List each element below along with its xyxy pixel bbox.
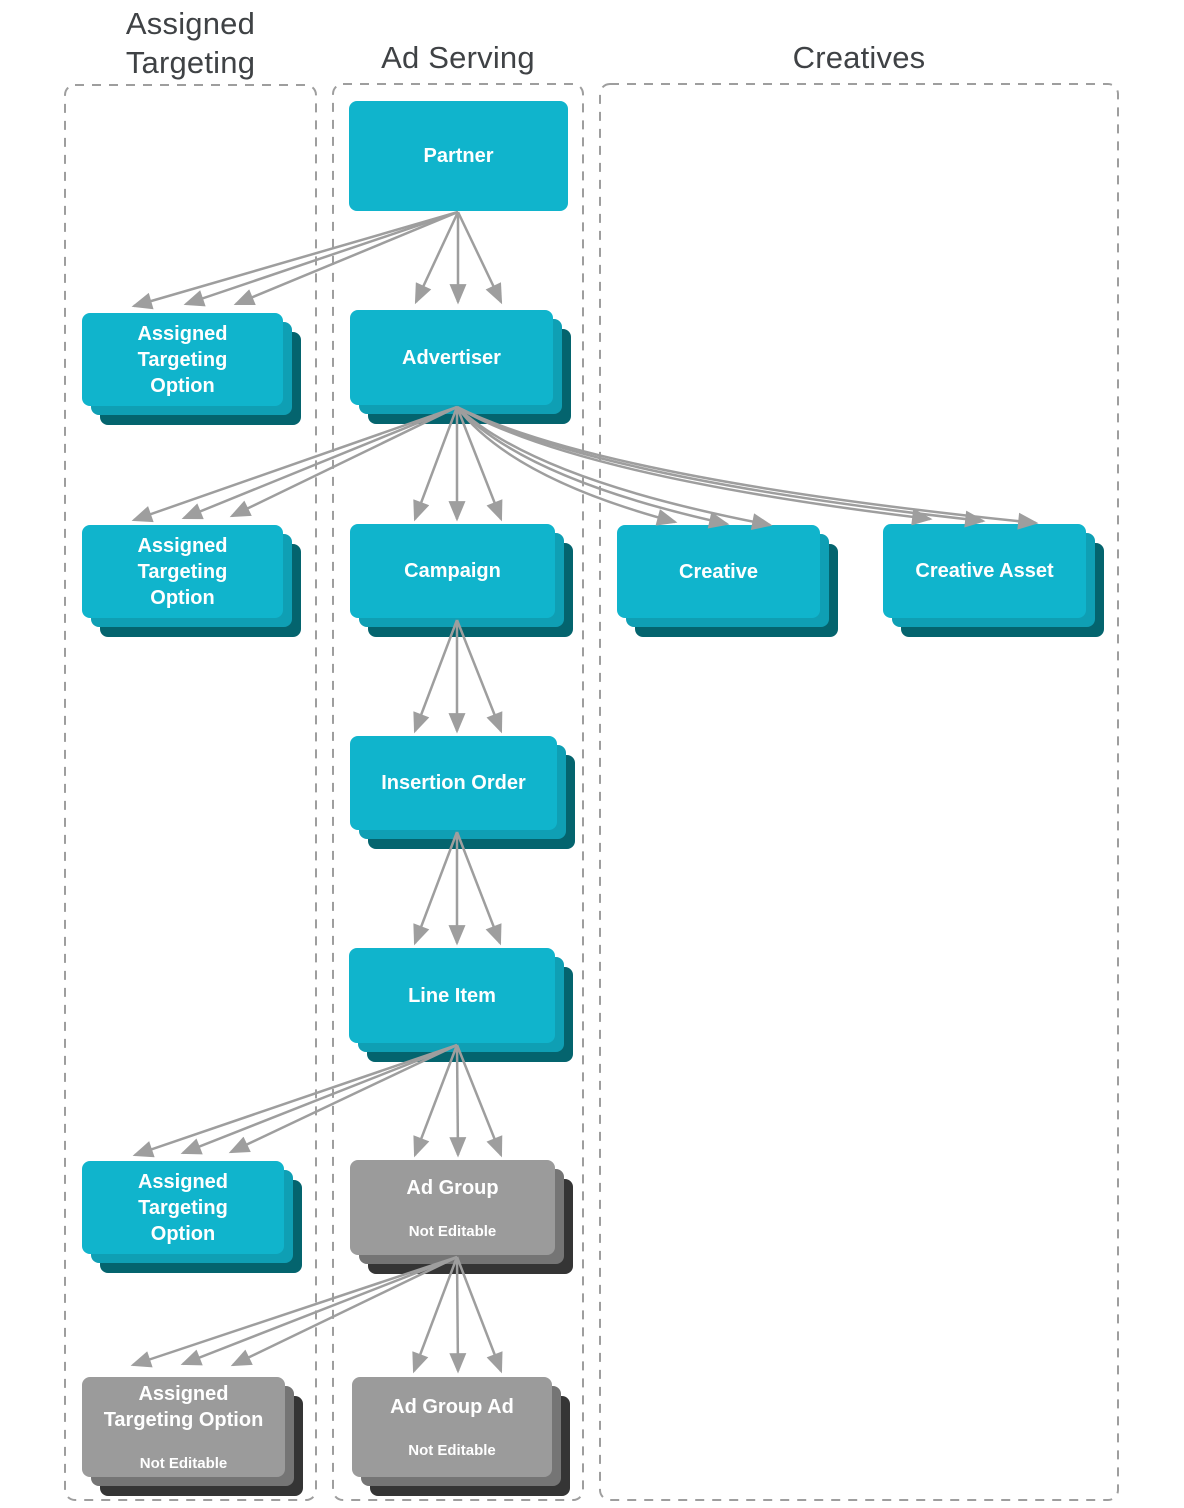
node-ad-group-ad-card: Ad Group Ad Not Editable [352, 1377, 552, 1477]
node-ad-group-ad: Ad Group Ad Not Editable [352, 1377, 570, 1496]
node-insertion-order-label: Insertion Order [381, 772, 526, 794]
node-insertion-order: Insertion Order [350, 736, 575, 849]
node-advertiser-label: Advertiser [402, 346, 501, 369]
node-advertiser-card: Advertiser [350, 310, 553, 405]
node-creative-card: Creative [617, 525, 820, 618]
partner-to-assigned-targeting-option-arrow-3 [233, 210, 459, 306]
node-line-item-card: Line Item [349, 948, 555, 1043]
column-header-ad-serving: Ad Serving [381, 40, 535, 75]
node-creative: Creative [617, 525, 838, 637]
node-assigned-targeting-option-2-card: Assigned Targeting Option [82, 525, 283, 618]
node-assigned-targeting-option-1-card: Assigned Targeting Option [82, 313, 283, 406]
node-assigned-targeting-option-2: Assigned Targeting Option [82, 525, 301, 637]
node-insertion-order-card: Insertion Order [350, 736, 557, 830]
advertiser-to-creative-asset-arrow-3 [456, 405, 1039, 530]
node-assigned-targeting-option-4-sublabel: Not Editable [139, 1455, 228, 1472]
column-frame-assigned-targeting [64, 84, 317, 1501]
node-partner: Partner [349, 101, 568, 211]
column-header-creatives: Creatives [792, 40, 926, 75]
node-line-item-label: Line Item [408, 984, 496, 1007]
node-campaign-label: Campaign [404, 560, 501, 582]
node-ad-group-ad-label: Ad Group Ad [390, 1396, 514, 1418]
advertiser-to-creative-asset-arrow-2 [456, 405, 986, 528]
advertiser-to-creative-arrow-2 [456, 406, 730, 529]
node-creative-asset-label: Creative Asset [915, 560, 1054, 582]
column-frame-creatives [599, 83, 1119, 1501]
node-ad-group-label: Ad Group [406, 1176, 499, 1199]
node-assigned-targeting-option-4-label: Assigned Targeting Option [103, 1383, 264, 1431]
node-creative-label: Creative [679, 560, 758, 583]
node-creative-asset-card: Creative Asset [883, 524, 1086, 618]
node-partner-label: Partner [423, 145, 494, 167]
node-assigned-targeting-option-1: Assigned Targeting Option [82, 313, 301, 425]
node-assigned-targeting-option-3: Assigned Targeting Option [82, 1161, 302, 1273]
ad-group-to-ad-group-ad-arrow-2 [449, 1256, 467, 1374]
node-partner-card: Partner [349, 101, 568, 211]
node-assigned-targeting-option-2-label: Assigned Targeting Option [137, 534, 228, 609]
node-ad-group-sublabel: Not Editable [408, 1222, 497, 1240]
advertiser-to-creative-arrow-3 [456, 406, 773, 530]
partner-to-assigned-targeting-option-arrow-2 [183, 210, 459, 307]
advertiser-to-creative-arrow-1 [456, 406, 678, 526]
node-ad-group-ad-sublabel: Not Editable [408, 1442, 496, 1459]
node-line-item: Line Item [349, 948, 573, 1062]
partner-to-assigned-targeting-option-arrow-1 [131, 210, 459, 310]
partner-to-advertiser-arrow-1 [414, 211, 460, 305]
node-campaign-card: Campaign [350, 524, 555, 618]
node-campaign: Campaign [350, 524, 573, 637]
partner-to-advertiser-arrow-3 [456, 211, 503, 305]
node-advertiser: Advertiser [350, 310, 571, 424]
ad-group-to-ad-group-ad-arrow-1 [412, 1256, 459, 1374]
node-assigned-targeting-option-3-card: Assigned Targeting Option [82, 1161, 284, 1254]
node-assigned-targeting-option-1-label: Assigned Targeting Option [137, 322, 228, 397]
node-assigned-targeting-option-3-label: Assigned Targeting Option [137, 1170, 229, 1245]
node-creative-asset: Creative Asset [883, 524, 1104, 637]
ad-group-to-ad-group-ad-arrow-3 [455, 1256, 503, 1374]
column-header-assigned-targeting: Assigned Targeting [125, 6, 256, 80]
